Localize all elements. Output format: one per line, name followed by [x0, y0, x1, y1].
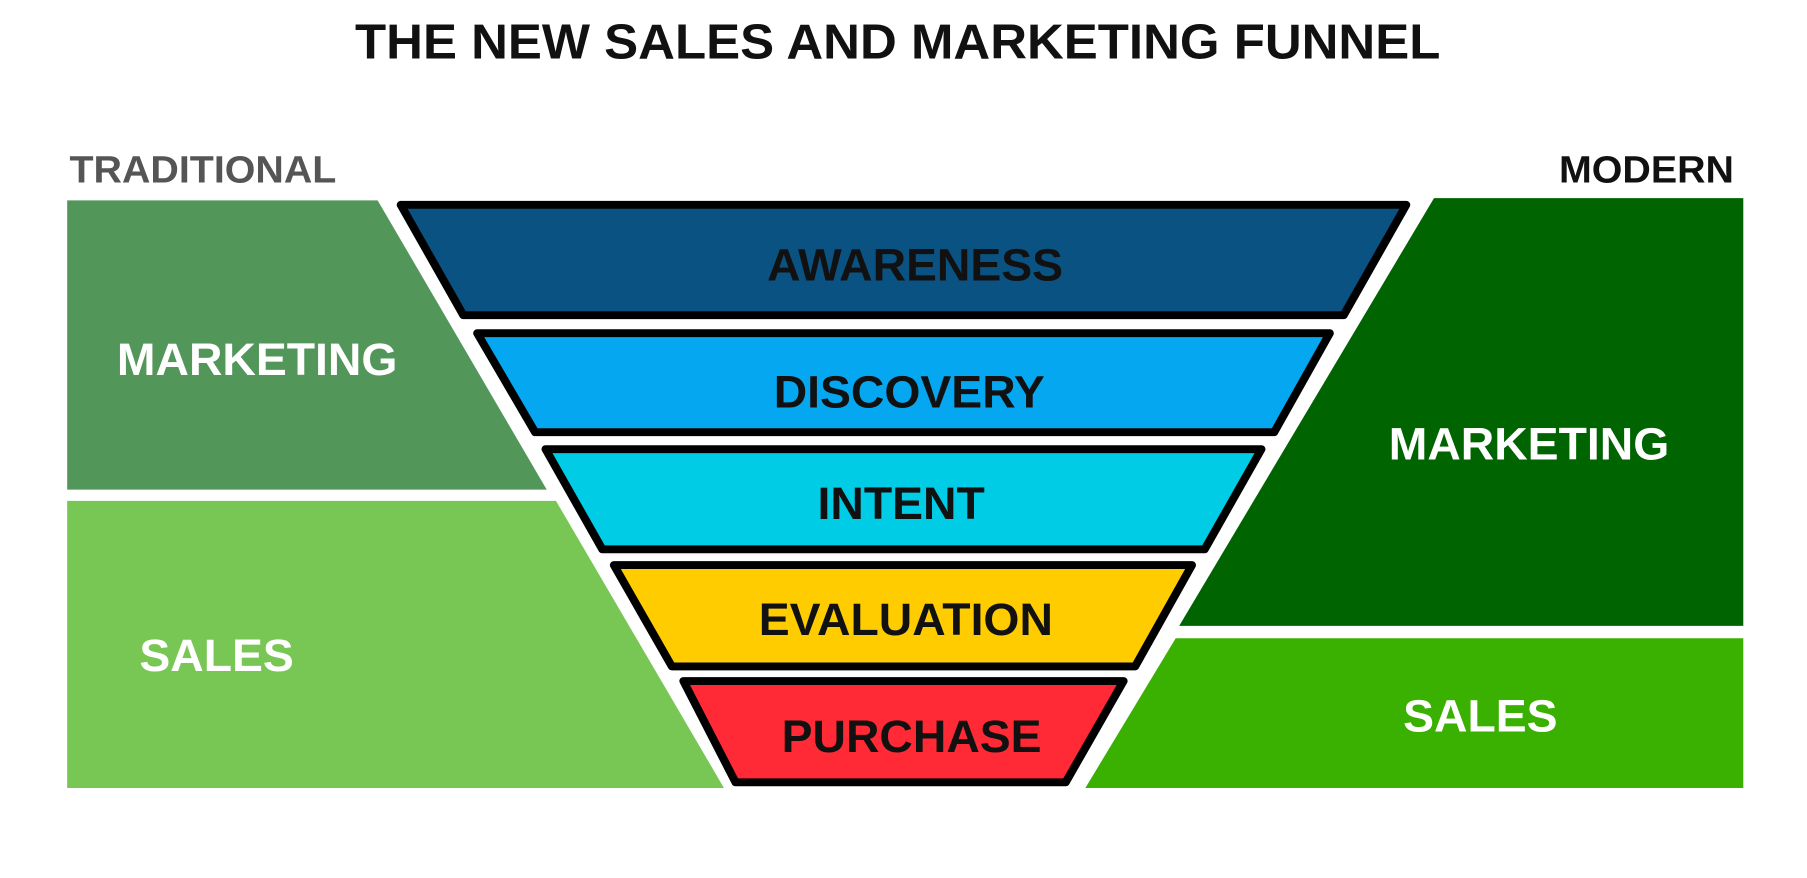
funnel-label-intent: INTENT [818, 479, 985, 529]
funnel-label-awareness: AWARENESS [767, 240, 1063, 290]
funnel-label-discovery: DISCOVERY [774, 367, 1045, 417]
funnel-stage-intent [541, 445, 1266, 554]
funnel-stage-awareness [396, 200, 1411, 320]
modern-sales-region [1085, 638, 1744, 788]
funnel-stage-discovery [473, 329, 1334, 437]
traditional-sales-region [67, 500, 724, 788]
funnel-stage-purchase [679, 677, 1128, 787]
modern-marketing-label: MARKETING [1389, 419, 1669, 469]
traditional-sales-label: SALES [139, 630, 293, 680]
diagram-title: THE NEW SALES AND MARKETING FUNNEL [355, 14, 1440, 69]
modern-sales-label: SALES [1403, 691, 1557, 741]
funnel-stage-evaluation [609, 561, 1196, 671]
funnel-label-evaluation: EVALUATION [759, 594, 1053, 644]
traditional-marketing-region [67, 200, 547, 490]
traditional-heading: TRADITIONAL [70, 149, 337, 191]
funnel-label-purchase: PURCHASE [782, 712, 1042, 762]
modern-marketing-region [1179, 198, 1744, 626]
modern-heading: MODERN [1559, 149, 1734, 191]
traditional-marketing-label: MARKETING [117, 334, 397, 384]
